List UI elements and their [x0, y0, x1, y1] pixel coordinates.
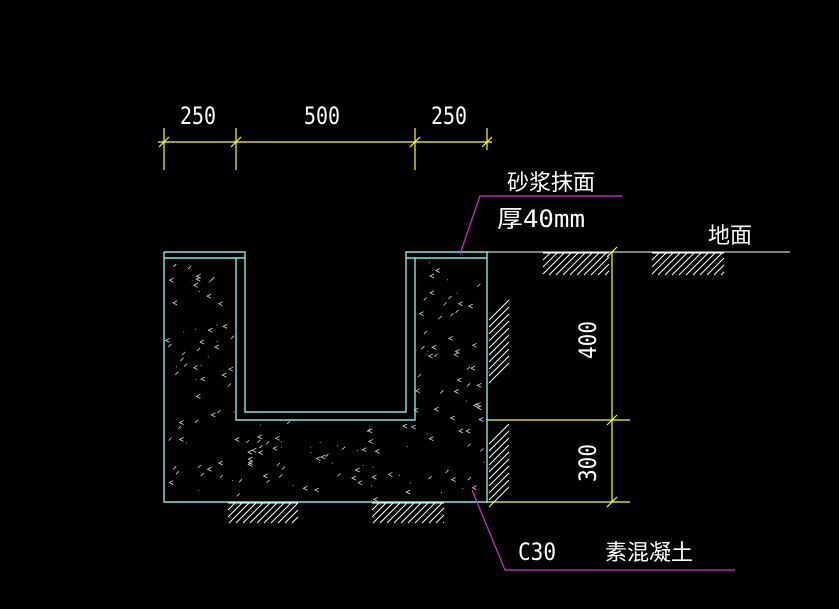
leader-lines	[459, 195, 735, 571]
label-ground: 地面	[708, 224, 752, 249]
outer-outline	[163, 251, 488, 503]
channel-outline	[163, 251, 488, 503]
concrete-leader	[471, 489, 735, 571]
top-dimension-chain	[158, 128, 493, 170]
wall-hatch-1	[488, 299, 510, 384]
label-concrete-grade: C30	[518, 538, 556, 566]
label-mortar-line2: 厚40mm	[497, 205, 585, 233]
ground-hatch-1	[542, 252, 610, 276]
right-dimension-chain	[487, 246, 630, 508]
earth-hatching	[227, 252, 725, 524]
wall-hatch-2	[488, 423, 510, 508]
dim-right-lower: 300	[574, 444, 602, 482]
bottom-hatch-2	[371, 502, 445, 524]
dim-top-left: 250	[180, 102, 216, 130]
concrete-fill-texture	[164, 262, 485, 502]
dim-top-right: 250	[431, 102, 467, 130]
dim-top-middle: 500	[304, 102, 340, 130]
mortar-leader	[459, 195, 622, 255]
bottom-hatch-1	[227, 502, 299, 524]
label-concrete-type: 素混凝土	[605, 541, 693, 566]
inner-mortar-outline	[244, 258, 407, 413]
ground-hatch-2	[651, 252, 725, 276]
dim-right-upper: 400	[574, 321, 602, 359]
label-mortar-line1: 砂浆抹面	[507, 171, 595, 196]
